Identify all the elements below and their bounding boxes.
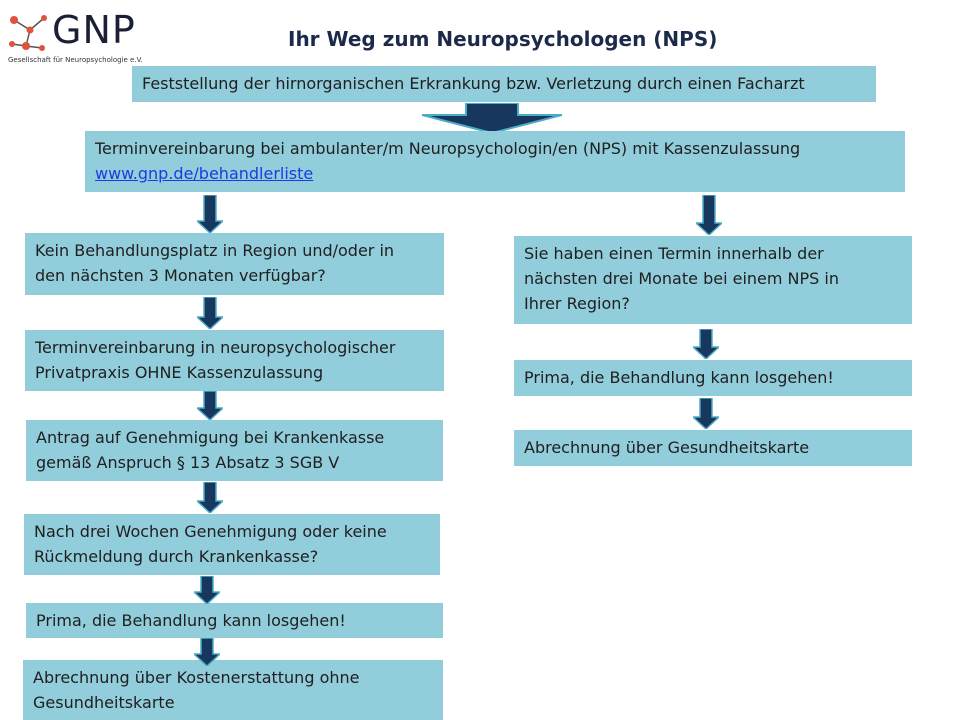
logo-subtitle: Gesellschaft für Neuropsychologie e.V. xyxy=(8,56,143,64)
right-box-2: Prima, die Behandlung kann losgehen! xyxy=(514,360,912,396)
left-box-6-line2: Gesundheitskarte xyxy=(33,693,175,712)
left-box-5-line1: Prima, die Behandlung kann losgehen! xyxy=(36,611,346,630)
behandlerliste-link[interactable]: www.gnp.de/behandlerliste xyxy=(95,164,314,183)
big-down-arrow xyxy=(422,103,562,133)
left-box-4-line1: Nach drei Wochen Genehmigung oder keine xyxy=(34,522,387,541)
arrow-to-left-6 xyxy=(194,638,220,666)
arrow-to-left-5 xyxy=(194,576,220,604)
appointment-text: Terminvereinbarung bei ambulanter/m Neur… xyxy=(95,139,801,158)
right-box-3-line1: Abrechnung über Gesundheitskarte xyxy=(524,438,810,457)
network-icon xyxy=(9,15,47,51)
left-box-3-line2: gemäß Anspruch § 13 Absatz 3 SGB V xyxy=(36,453,340,472)
left-box-4: Nach drei Wochen Genehmigung oder keine … xyxy=(24,514,440,575)
arrow-to-right-1 xyxy=(696,195,722,235)
diagnosis-box: Feststellung der hirnorganischen Erkrank… xyxy=(132,66,876,102)
right-box-2-line1: Prima, die Behandlung kann losgehen! xyxy=(524,368,834,387)
left-box-6: Abrechnung über Kostenerstattung ohne Ge… xyxy=(23,660,443,720)
left-box-4-line2: Rückmeldung durch Krankenkasse? xyxy=(34,547,319,566)
left-box-2-line2: Privatpraxis OHNE Kassenzulassung xyxy=(35,363,324,382)
gnp-logo: GNP Gesellschaft für Neuropsychologie e.… xyxy=(6,6,156,66)
arrow-to-left-1 xyxy=(197,195,223,233)
left-box-3-line1: Antrag auf Genehmigung bei Krankenkasse xyxy=(36,428,385,447)
left-box-2: Terminvereinbarung in neuropsychologisch… xyxy=(25,330,444,391)
right-box-1-line3: Ihrer Region? xyxy=(524,294,630,313)
left-box-1-line1: Kein Behandlungsplatz in Region und/oder… xyxy=(35,241,395,260)
right-box-1-line2: nächsten drei Monate bei einem NPS in xyxy=(524,269,839,288)
left-box-6-line1: Abrechnung über Kostenerstattung ohne xyxy=(33,668,360,687)
appointment-box: Terminvereinbarung bei ambulanter/m Neur… xyxy=(85,131,905,192)
left-box-1-line2: den nächsten 3 Monaten verfügbar? xyxy=(35,266,326,285)
right-box-3: Abrechnung über Gesundheitskarte xyxy=(514,430,912,466)
arrow-to-left-2 xyxy=(197,297,223,329)
arrow-to-left-3 xyxy=(197,391,223,420)
left-box-2-line1: Terminvereinbarung in neuropsychologisch… xyxy=(35,338,396,357)
right-box-1: Sie haben einen Termin innerhalb der näc… xyxy=(514,236,912,324)
arrow-to-right-3 xyxy=(693,398,719,429)
right-box-1-line1: Sie haben einen Termin innerhalb der xyxy=(524,244,824,263)
page-title: Ihr Weg zum Neuropsychologen (NPS) xyxy=(288,27,718,51)
arrow-to-right-2 xyxy=(693,329,719,359)
left-box-5: Prima, die Behandlung kann losgehen! xyxy=(26,603,443,638)
logo-wordmark: GNP xyxy=(52,8,136,52)
left-box-1: Kein Behandlungsplatz in Region und/oder… xyxy=(25,233,444,295)
diagnosis-text: Feststellung der hirnorganischen Erkrank… xyxy=(142,74,805,93)
arrow-to-left-4 xyxy=(197,482,223,513)
left-box-3: Antrag auf Genehmigung bei Krankenkasse … xyxy=(26,420,443,481)
